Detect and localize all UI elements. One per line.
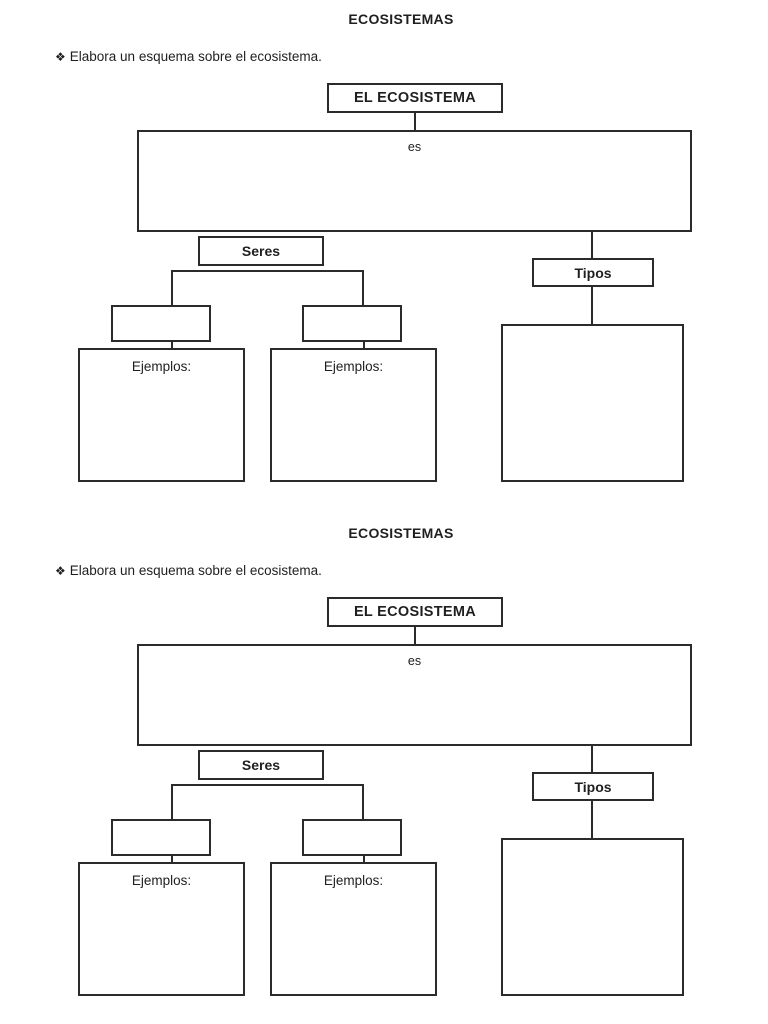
blank-label-box-right (302, 305, 402, 342)
instruction-line: ❖Elabora un esquema sobre el ecosistema. (55, 49, 322, 64)
ejemplos-box-right: Ejemplos: (270, 862, 437, 996)
connector-right-to-ejemplos (363, 855, 365, 863)
diamond-bullet-icon: ❖ (55, 564, 66, 578)
connector-tipos-to-bigbox (591, 286, 593, 325)
connector-right-to-ejemplos (363, 341, 365, 349)
tipos-answer-box (501, 838, 684, 996)
connector-es-to-tipos (591, 231, 593, 258)
tipos-answer-box (501, 324, 684, 482)
connector-tipos-to-bigbox (591, 800, 593, 839)
worksheet-section-1: ECOSISTEMAS ❖Elabora un esquema sobre el… (0, 0, 768, 510)
connector-left-to-ejemplos (171, 855, 173, 863)
connector-seres-branch-right (362, 270, 364, 306)
tipos-box: Tipos (532, 258, 654, 287)
seres-box: Seres (198, 236, 324, 266)
instruction-text: Elabora un esquema sobre el ecosistema. (69, 563, 322, 578)
tipos-box: Tipos (532, 772, 654, 801)
worksheet-section-2: ECOSISTEMAS ❖Elabora un esquema sobre el… (0, 514, 768, 1024)
section-title: ECOSISTEMAS (348, 525, 454, 541)
ejemplos-box-right: Ejemplos: (270, 348, 437, 482)
diamond-bullet-icon: ❖ (55, 50, 66, 64)
connector-root-to-es (414, 627, 416, 644)
instruction-text: Elabora un esquema sobre el ecosistema. (69, 49, 322, 64)
blank-label-box-right (302, 819, 402, 856)
seres-box: Seres (198, 750, 324, 780)
connector-seres-branch-left (171, 784, 173, 820)
instruction-line: ❖Elabora un esquema sobre el ecosistema. (55, 563, 322, 578)
connector-seres-branch-right (362, 784, 364, 820)
section-title: ECOSISTEMAS (348, 11, 454, 27)
connector-seres-branch-horizontal (171, 270, 364, 272)
es-definition-box: es (137, 644, 692, 746)
connector-root-to-es (414, 113, 416, 130)
blank-label-box-left (111, 305, 211, 342)
blank-label-box-left (111, 819, 211, 856)
ejemplos-box-left: Ejemplos: (78, 348, 245, 482)
el-ecosistema-box: EL ECOSISTEMA (327, 597, 503, 627)
connector-seres-branch-left (171, 270, 173, 306)
connector-es-to-tipos (591, 745, 593, 772)
connector-seres-branch-horizontal (171, 784, 364, 786)
es-definition-box: es (137, 130, 692, 232)
el-ecosistema-box: EL ECOSISTEMA (327, 83, 503, 113)
connector-left-to-ejemplos (171, 341, 173, 349)
ejemplos-box-left: Ejemplos: (78, 862, 245, 996)
